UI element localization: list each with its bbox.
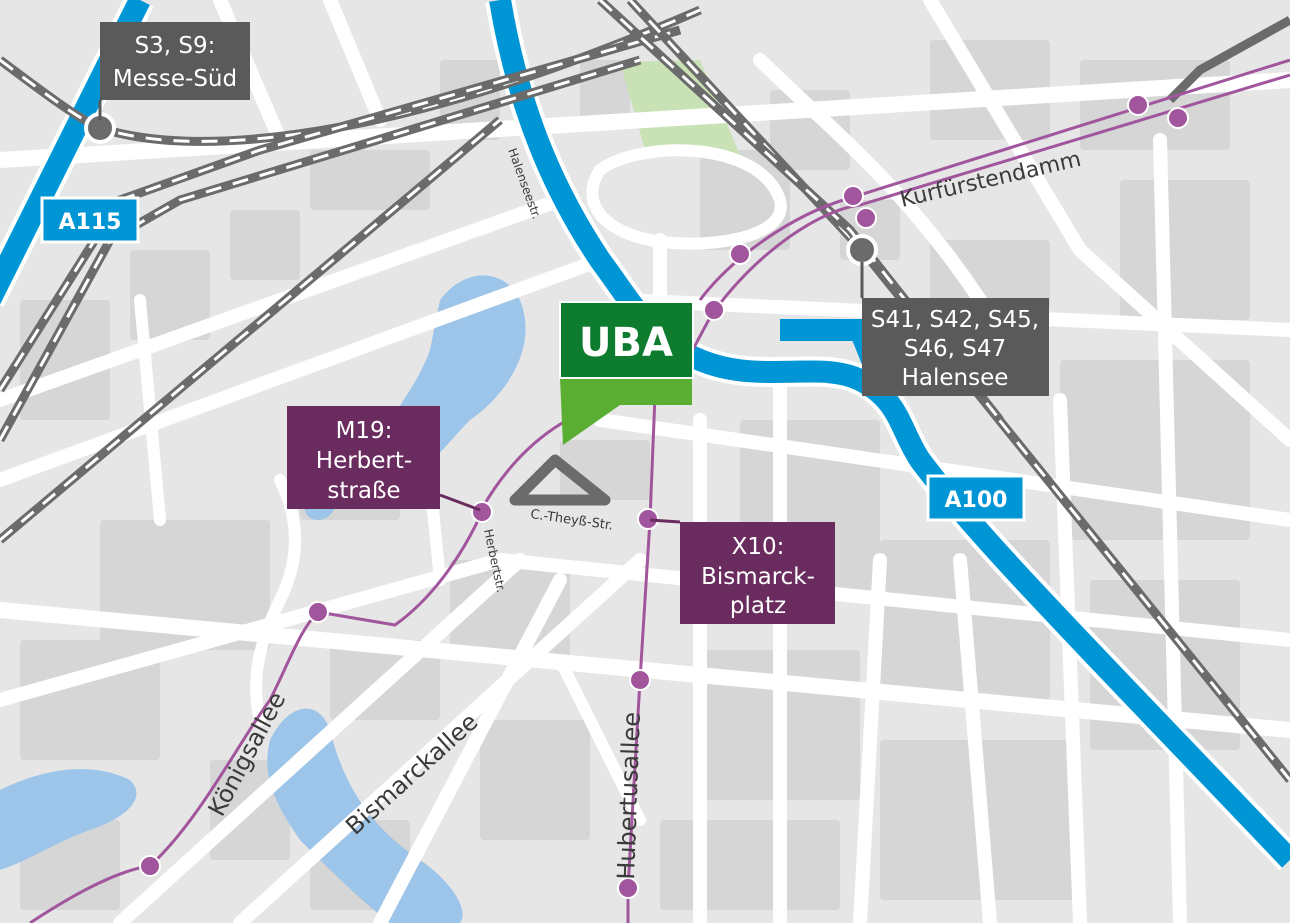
stop-hubertusallee[interactable] [629, 669, 651, 691]
station-label-bismarckplatz-line1: X10: [732, 534, 785, 560]
station-label-herbertstrasse-line1: M19: [336, 418, 393, 444]
stop-bismarckplatz[interactable] [637, 508, 659, 530]
station-label-bismarckplatz[interactable]: X10: Bismarck- platz [649, 518, 835, 624]
bus-routes [29, 58, 1290, 923]
transit-stops [139, 94, 1189, 899]
highway-shield-a100-label: A100 [945, 488, 1008, 513]
station-label-herbertstrasse[interactable]: M19: Herbert- straße [287, 406, 481, 512]
station-label-bismarckplatz-line3: platz [730, 593, 786, 619]
station-label-halensee-line3: Halensee [902, 365, 1009, 391]
station-halensee-dot[interactable] [846, 234, 878, 266]
station-label-halensee[interactable]: S41, S42, S45, S46, S47 Halensee [860, 262, 1049, 396]
uba-marker-label: UBA [579, 320, 673, 366]
station-label-bismarckplatz-line2: Bismarck- [701, 564, 815, 590]
stop-herbertstrasse[interactable] [471, 501, 493, 523]
stop-kurfuerstendamm-4[interactable] [855, 207, 877, 229]
highway-shield-a115-label: A115 [59, 210, 122, 235]
uba-building-icon [509, 454, 611, 506]
station-label-messe-sued-line1: S3, S9: [135, 33, 216, 59]
stop-kurfuerstendamm-6[interactable] [703, 299, 725, 321]
stop-koenigsallee-south[interactable] [139, 855, 161, 877]
street-label-hubertusallee: Hubertusallee [612, 712, 646, 881]
stop-hubertusallee-south[interactable] [617, 877, 639, 899]
stop-kurfuerstendamm-2[interactable] [1167, 107, 1189, 129]
stop-kurfuerstendamm-5[interactable] [729, 243, 751, 265]
station-label-halensee-line1: S41, S42, S45, [871, 307, 1039, 333]
station-label-messe-sued[interactable]: S3, S9: Messe-Süd [98, 22, 250, 120]
stop-kurfuerstendamm-1[interactable] [1127, 94, 1149, 116]
highway-shield-a100: A100 [926, 474, 1026, 522]
stop-koenigsallee-north[interactable] [307, 601, 329, 623]
highway-shield-a115: A115 [40, 196, 140, 244]
station-label-messe-sued-line2: Messe-Süd [113, 66, 237, 92]
stop-kurfuerstendamm-3[interactable] [842, 185, 864, 207]
uba-location-marker[interactable]: UBA [559, 301, 694, 445]
station-label-halensee-line2: S46, S47 [904, 336, 1006, 362]
station-label-herbertstrasse-line2: Herbert- [316, 448, 412, 474]
station-label-herbertstrasse-line3: straße [327, 478, 400, 504]
